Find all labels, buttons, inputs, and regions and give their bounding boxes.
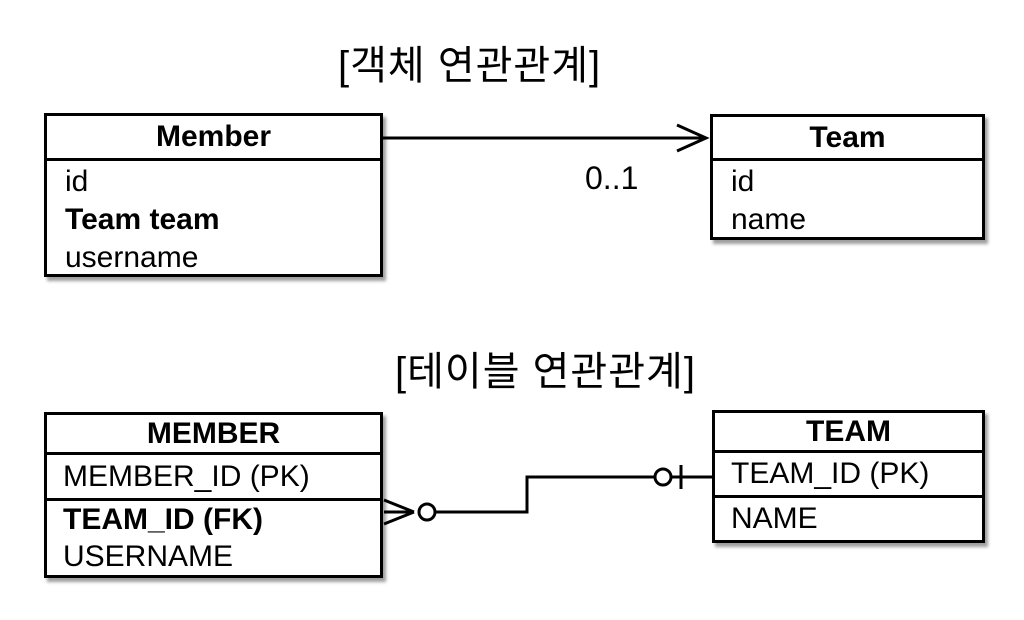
- table-section-title: [테이블 연관관계]: [395, 350, 696, 394]
- zero-circle-member-end-icon: [417, 502, 437, 522]
- object-section-title: [객체 연관관계]: [338, 44, 602, 88]
- table-relationship-connector: [383, 465, 713, 526]
- team-class-title: Team: [713, 117, 982, 161]
- team-table-box: TEAM TEAM_ID (PK) NAME: [712, 410, 985, 543]
- member-class-title: Member: [47, 116, 380, 161]
- team-field-name: name: [731, 203, 807, 236]
- zero-circle-team-end-icon: [653, 467, 673, 487]
- object-association-arrow: [383, 123, 710, 153]
- member-table-title: MEMBER: [47, 415, 380, 455]
- member-table-rows: TEAM_ID (FK) USERNAME: [47, 501, 380, 575]
- member-class-fields: id Team team username: [47, 161, 380, 277]
- member-field-id: id: [65, 165, 89, 198]
- team-table-pk-row: TEAM_ID (PK): [715, 453, 982, 498]
- member-table-fk-row: TEAM_ID (FK): [63, 503, 263, 536]
- team-class-box: Team id name: [710, 114, 985, 240]
- member-table-username-row: USERNAME: [63, 540, 234, 573]
- member-table-pk-row: MEMBER_ID (PK): [47, 455, 380, 501]
- team-class-fields: id name: [713, 161, 982, 239]
- open-arrowhead-icon: [676, 123, 710, 153]
- member-table-box: MEMBER MEMBER_ID (PK) TEAM_ID (FK) USERN…: [44, 412, 383, 578]
- member-field-team: Team team: [65, 203, 220, 236]
- crowsfoot-icon: [383, 498, 415, 526]
- member-field-username: username: [65, 241, 199, 274]
- team-table-name-row: NAME: [731, 502, 818, 535]
- team-field-id: id: [731, 165, 755, 198]
- multiplicity-label: 0..1: [585, 160, 639, 196]
- team-table-title: TEAM: [715, 413, 982, 453]
- relationship-line: [435, 475, 655, 514]
- member-class-box: Member id Team team username: [44, 113, 383, 277]
- team-table-rows: NAME: [715, 498, 982, 540]
